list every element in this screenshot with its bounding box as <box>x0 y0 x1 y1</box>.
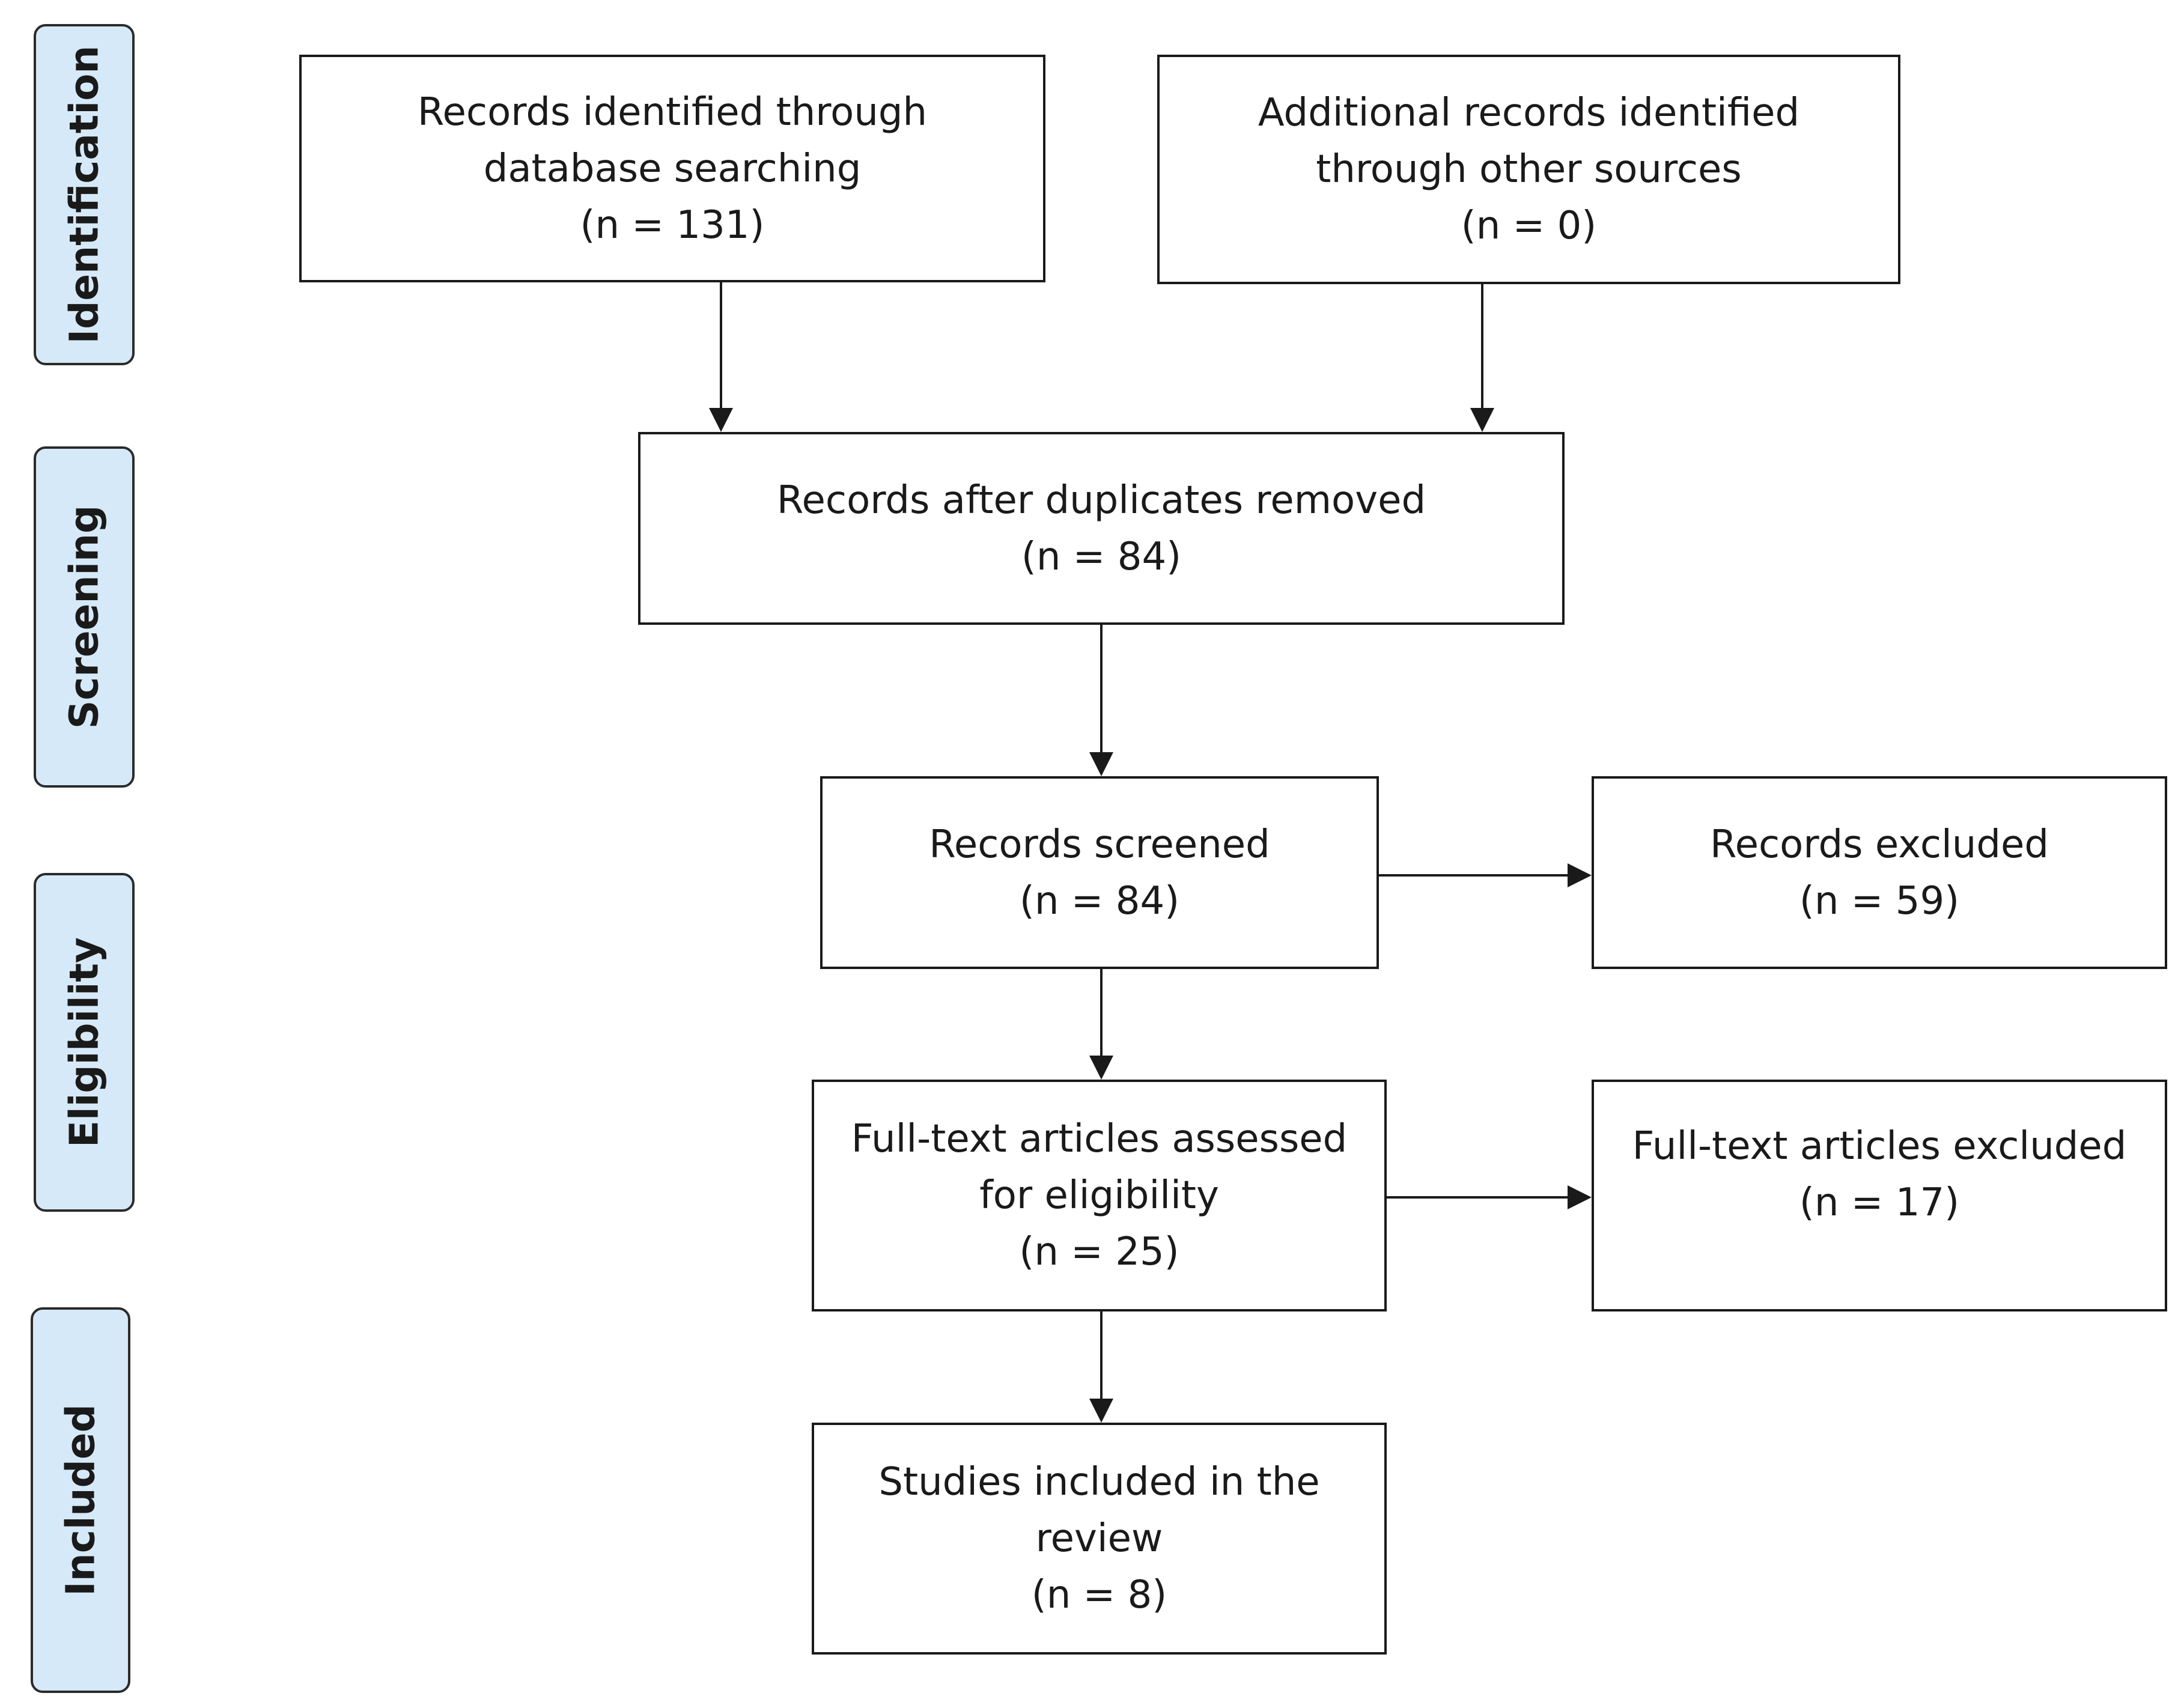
studies-included-count: (n = 8) <box>1031 1573 1167 1617</box>
stage-eligibility: Eligibility <box>34 873 135 1212</box>
box-database-records: Records identified through database sear… <box>299 55 1045 282</box>
fulltext-excluded-line1: Full-text articles excluded <box>1632 1124 2127 1169</box>
database-records-count: (n = 131) <box>580 202 765 248</box>
records-screened-count: (n = 84) <box>1019 878 1180 923</box>
box-studies-included: Studies included in the review (n = 8) <box>812 1423 1387 1655</box>
records-excluded-line1: Records excluded <box>1710 822 2049 867</box>
records-screened-line1: Records screened <box>929 822 1270 867</box>
box-fulltext-excluded: Full-text articles excluded (n = 17) <box>1592 1080 2167 1311</box>
database-records-line1: Records identified through <box>417 90 928 135</box>
stage-identification: Identification <box>34 24 135 365</box>
studies-included-line1: Studies included in the <box>878 1460 1320 1504</box>
box-records-excluded: Records excluded (n = 59) <box>1592 776 2167 969</box>
duplicates-removed-count: (n = 84) <box>1021 534 1182 579</box>
other-sources-line2: through other sources <box>1316 147 1742 192</box>
records-excluded-count: (n = 59) <box>1799 878 1960 923</box>
studies-included-line2: review <box>1035 1516 1163 1561</box>
fulltext-assessed-count: (n = 25) <box>1019 1230 1179 1274</box>
stage-screening: Screening <box>34 446 135 788</box>
box-fulltext-assessed: Full-text articles assessed for eligibil… <box>812 1080 1387 1311</box>
box-duplicates-removed: Records after duplicates removed (n = 84… <box>638 432 1565 625</box>
fulltext-assessed-line2: for eligibility <box>979 1173 1219 1218</box>
other-sources-count: (n = 0) <box>1461 204 1597 248</box>
other-sources-line1: Additional records identified <box>1258 91 1800 135</box>
fulltext-excluded-count: (n = 17) <box>1799 1181 1960 1225</box>
box-other-sources: Additional records identified through ot… <box>1157 55 1900 284</box>
fulltext-assessed-line1: Full-text articles assessed <box>851 1117 1348 1161</box>
database-records-line2: database searching <box>483 146 862 191</box>
stage-included: Included <box>31 1307 130 1693</box>
duplicates-removed-line1: Records after duplicates removed <box>776 478 1426 523</box>
box-records-screened: Records screened (n = 84) <box>820 776 1379 969</box>
